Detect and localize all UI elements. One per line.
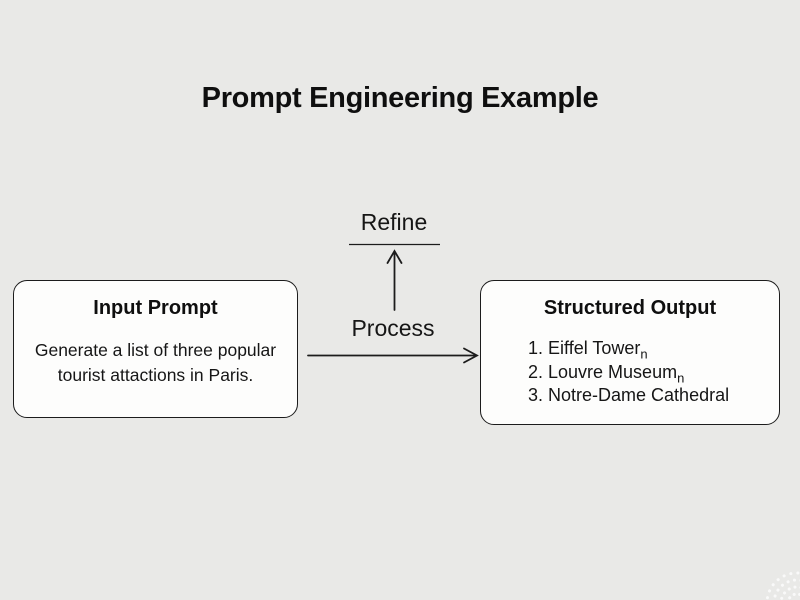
input-body-line1: Generate a list of three popular [34,340,277,360]
item-text: Louvre Museum [548,361,678,382]
output-list-item: 2.Louvre Museumn [528,361,779,385]
input-prompt-card: Input Prompt Generate a list of three po… [13,280,305,426]
item-number: 3. [528,385,544,405]
item-number: 1. [528,338,544,358]
item-text: Eiffel Tower [548,338,641,358]
item-subscript: n [640,346,648,362]
diagram-title: Prompt Engineering Example [201,82,599,114]
output-list-item: 1.Eiffel Towern [528,337,779,361]
input-body-line2: tourist attactions in Paris. [57,365,254,385]
refine-arrow [386,249,403,311]
dotted-badge-watermark [765,571,800,600]
item-text: Notre-Dame Cathedral [548,385,730,405]
output-list-item: 3.Notre-Dame Cathedral [528,384,779,408]
output-list: 1.Eiffel Towern 2.Louvre Museumn 3.Notre… [481,337,779,408]
input-card-body: Generate a list of three popular tourist… [14,338,297,388]
process-arrow [307,347,479,364]
item-subscript: n [677,370,685,386]
item-number: 2. [528,361,544,382]
output-card-heading: Structured Output [543,297,717,319]
input-card-heading: Input Prompt [93,297,218,319]
refine-label: Refine [360,209,428,235]
process-label: Process [351,315,435,341]
structured-output-card: Structured Output 1.Eiffel Towern 2.Louv… [480,280,787,433]
